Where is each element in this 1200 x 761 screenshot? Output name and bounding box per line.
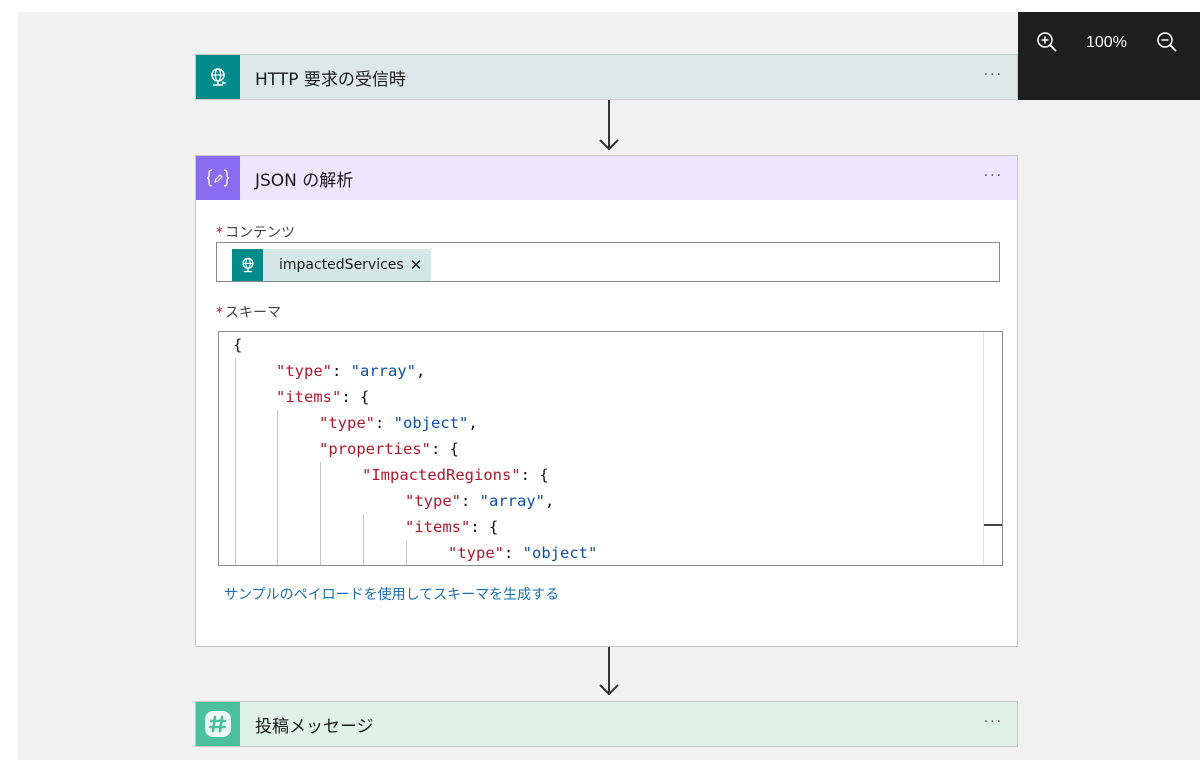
connector-arrow <box>598 100 620 155</box>
zoom-toolbar: 100% <box>1018 12 1200 100</box>
dynamic-content-token[interactable]: impactedServices ✕ <box>232 249 431 281</box>
zoom-in-icon[interactable] <box>1034 30 1060 56</box>
step-title: JSON の解析 <box>255 170 354 191</box>
code-line: "type": "array", <box>405 492 555 510</box>
step-header[interactable]: 投稿メッセージ ··· <box>196 702 1017 746</box>
required-marker: * <box>216 305 223 321</box>
content-label-text: コンテンツ <box>225 225 295 241</box>
globe-icon <box>232 249 263 281</box>
code-line: "properties": { <box>319 440 459 458</box>
globe-icon <box>196 55 240 99</box>
zoom-out-icon[interactable] <box>1154 30 1180 56</box>
code-line: "type": "array", <box>276 362 426 380</box>
slack-hash-icon <box>196 702 240 746</box>
more-options-button[interactable]: ··· <box>983 168 1003 184</box>
required-marker: * <box>216 225 223 241</box>
content-field-label: *コンテンツ <box>216 222 295 242</box>
generate-schema-link[interactable]: サンプルのペイロードを使用してスキーマを生成する <box>224 587 560 603</box>
step-title: HTTP 要求の受信時 <box>255 69 406 90</box>
token-label: impactedServices <box>279 257 404 273</box>
step-header[interactable]: JSON の解析 ··· <box>196 156 1017 200</box>
arrow-down-icon <box>599 139 619 151</box>
more-options-button[interactable]: ··· <box>983 714 1003 730</box>
arrow-down-icon <box>599 684 619 696</box>
code-line: "type": "object" <box>448 544 598 562</box>
code-line: "items": { <box>405 518 499 536</box>
zoom-level: 100% <box>1086 34 1127 51</box>
content-input[interactable]: impactedServices ✕ <box>216 242 1000 282</box>
schema-editor[interactable]: { "type": "array", "items": { "type": "o… <box>218 331 1003 566</box>
code-line: "type": "object", <box>319 414 478 432</box>
scroll-indicator <box>984 524 1002 526</box>
code-line: "items": { <box>276 388 370 406</box>
code-line: "ImpactedRegions": { <box>362 466 549 484</box>
braces-icon <box>196 156 240 200</box>
step-title: 投稿メッセージ <box>255 716 374 737</box>
step-post-message[interactable]: 投稿メッセージ ··· <box>195 701 1018 747</box>
step-http-request[interactable]: HTTP 要求の受信時 ··· <box>195 54 1018 100</box>
editor-scrollbar[interactable] <box>983 332 1002 565</box>
connector-arrow <box>598 647 620 701</box>
remove-token-button[interactable]: ✕ <box>409 256 423 274</box>
more-options-button[interactable]: ··· <box>983 67 1003 83</box>
schema-label-text: スキーマ <box>225 305 281 321</box>
step-header[interactable]: HTTP 要求の受信時 ··· <box>196 55 1017 99</box>
code-line: { <box>233 336 243 354</box>
step-parse-json[interactable]: JSON の解析 ··· *コンテンツ impactedServices ✕ *… <box>195 155 1018 647</box>
schema-field-label: *スキーマ <box>216 302 281 322</box>
